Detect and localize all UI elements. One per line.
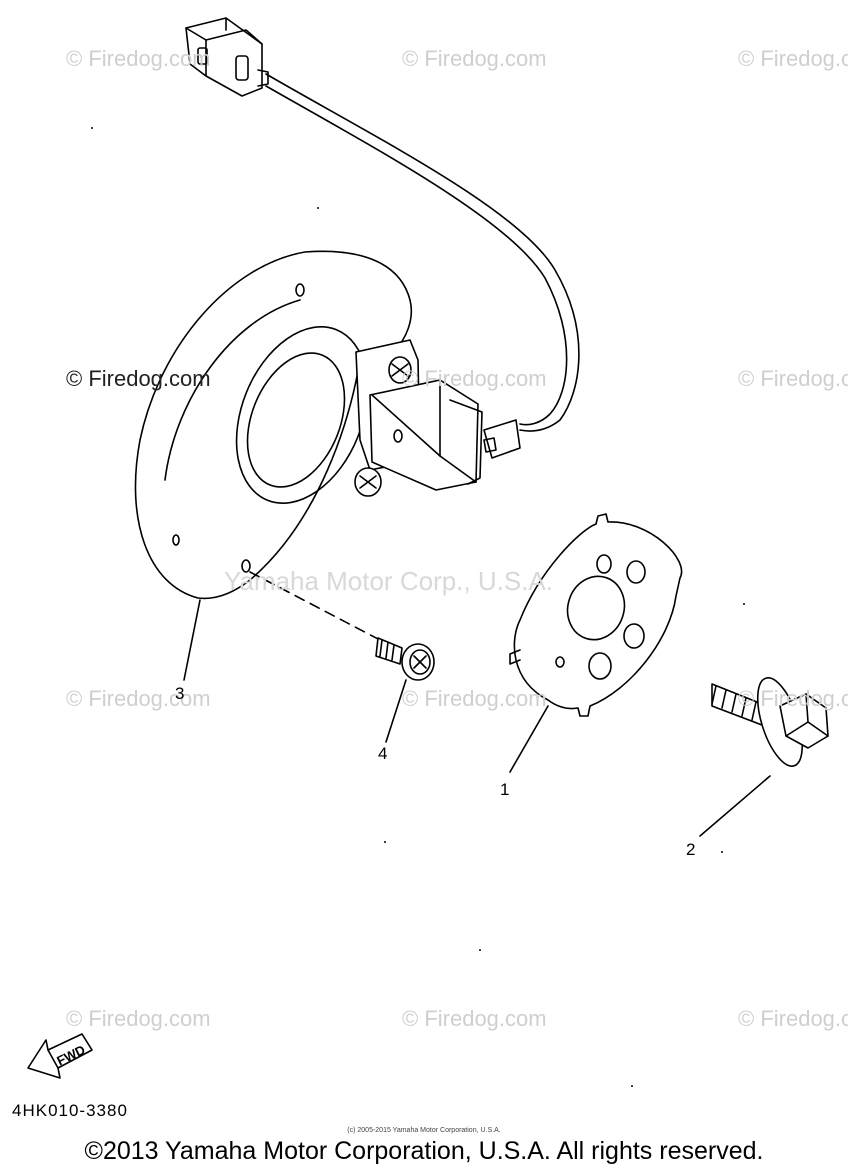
rotor-plate-part-1 [509, 513, 683, 717]
watermark: © Firedog.com [66, 46, 211, 71]
small-copyright-notice: (c) 2005-2015 Yamaha Motor Corporation, … [347, 1127, 501, 1134]
callout-part-2: 2 [686, 840, 696, 859]
pickup-coil-sensor [354, 339, 521, 497]
watermark: © Firedog.com [738, 46, 848, 71]
leader-part-3 [183, 599, 201, 681]
watermark: © Firedog.com [738, 1006, 848, 1031]
watermark: © Firedog.com [66, 1006, 211, 1031]
diagram-part-code: 4HK010-3380 [12, 1101, 128, 1120]
wire-harness [265, 73, 580, 432]
wire-connector [185, 17, 269, 97]
base-plate-part-3 [134, 250, 413, 600]
watermark: © Firedog.com [738, 686, 848, 711]
scan-specks [91, 127, 745, 1087]
screw-part-4 [375, 637, 435, 681]
callout-part-4: 4 [378, 744, 388, 763]
leader-part-1 [509, 705, 549, 773]
dashed-alignment-line [249, 571, 381, 641]
leader-part-4 [385, 679, 407, 743]
watermark: © Firedog.com [402, 686, 547, 711]
watermark: © Firedog.com [402, 1006, 547, 1031]
watermark-yamaha: Yamaha Motor Corp., U.S.A. [224, 566, 553, 596]
watermark: © Firedog.com [66, 686, 211, 711]
watermark: © Firedog.com [402, 46, 547, 71]
watermark: © Firedog.com [738, 366, 848, 391]
forward-arrow-icon: FWD [27, 1033, 93, 1079]
leader-part-2 [699, 775, 771, 837]
callout-part-1: 1 [500, 780, 510, 799]
watermark-dark: © Firedog.com [66, 366, 211, 391]
copyright-footer: ©2013 Yamaha Motor Corporation, U.S.A. A… [84, 1137, 764, 1165]
bolt-part-2 [711, 677, 829, 767]
watermark: © Firedog.com [402, 366, 547, 391]
callout-part-3: 3 [175, 684, 185, 703]
